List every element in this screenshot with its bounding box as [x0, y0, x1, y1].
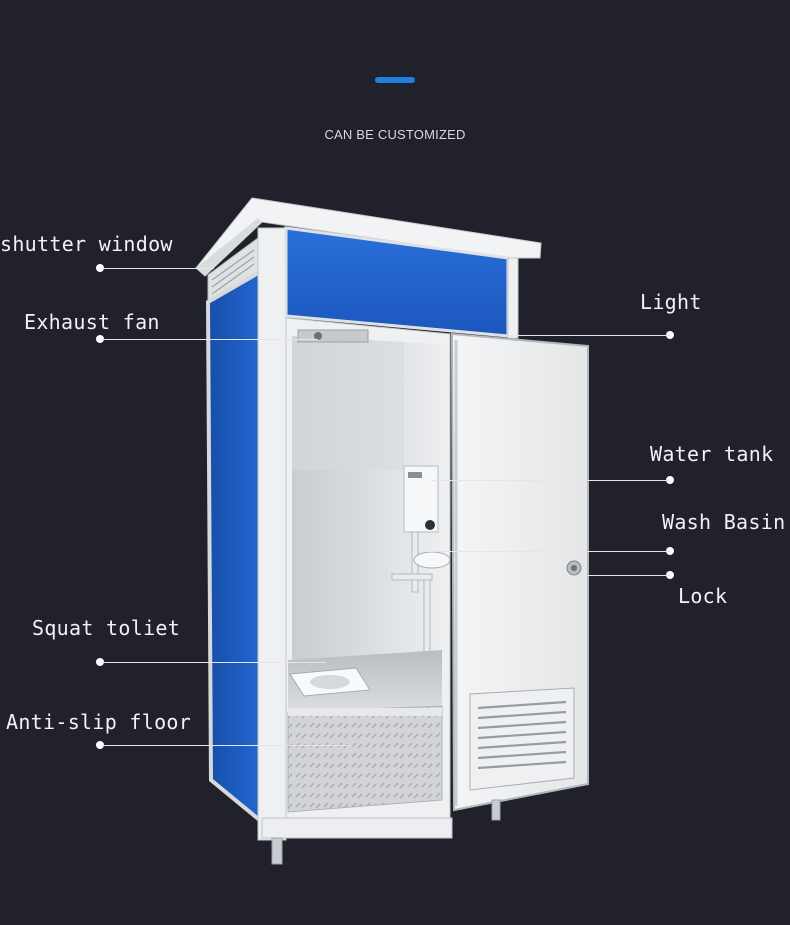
callout-water-tank: Water tank	[650, 442, 774, 466]
callout-anti-slip-floor: Anti-slip floor	[6, 710, 192, 734]
callout-line	[100, 662, 326, 663]
callout-line	[100, 268, 214, 269]
callout-exhaust-fan: Exhaust fan	[24, 310, 160, 334]
page-subtitle: CAN BE CUSTOMIZED	[324, 127, 466, 142]
callout-dot	[666, 331, 674, 339]
callout-line	[578, 575, 670, 576]
wash-basin	[413, 551, 451, 569]
accent-bar	[375, 77, 415, 83]
callout-lock: Lock	[678, 584, 728, 608]
anti-slip-floor	[287, 705, 443, 813]
leg	[271, 837, 283, 865]
callout-shutter-window: shutter window	[0, 232, 173, 256]
callout-line	[432, 480, 670, 481]
callout-wash-basin: Wash Basin	[662, 510, 786, 534]
callout-line	[510, 335, 670, 336]
callout-line	[100, 339, 318, 340]
callout-dot	[666, 476, 674, 484]
callout-dot	[666, 571, 674, 579]
callout-light: Light	[640, 290, 702, 314]
leg	[491, 799, 501, 821]
callout-squat-toilet: Squat toliet	[32, 616, 181, 640]
callout-dot	[666, 547, 674, 555]
callout-line	[426, 551, 670, 552]
callout-line	[100, 745, 350, 746]
exhaust-fan	[297, 329, 369, 343]
